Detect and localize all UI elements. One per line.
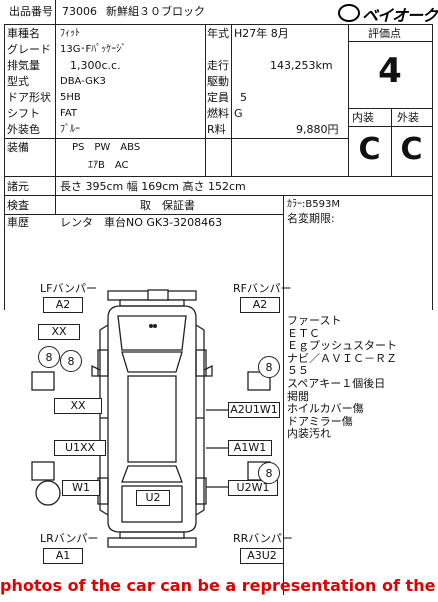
exterior-grade: C: [400, 132, 423, 167]
rr-bumper-label: RRバンパー: [233, 532, 293, 545]
spec-value: 長さ 395cm 幅 169cm 高さ 152cm: [60, 180, 246, 193]
note-item: ドアミラー傷: [287, 414, 353, 428]
shift-value: FAT: [60, 108, 78, 119]
equipment-line1: PS PW ABS: [72, 142, 141, 153]
car-name-label: 車種名: [7, 27, 40, 40]
year-value: H27年 8月: [234, 27, 289, 40]
inspection-label: 検査: [7, 199, 29, 212]
right-rear-door-code: A1W1: [228, 440, 272, 456]
doors-value: 5HB: [60, 92, 81, 103]
displacement-label: 排気量: [7, 59, 40, 72]
grade-label: グレード: [7, 43, 51, 56]
color-value: ﾌﾞﾙｰ: [60, 124, 80, 135]
note-item: 掲閲: [287, 389, 309, 403]
capacity-label: 定員: [207, 91, 229, 104]
name-change-deadline: 名変期限:: [287, 212, 335, 225]
note-item: スペアキー１個後日: [287, 376, 386, 390]
year-label: 年式: [207, 27, 229, 40]
logo-mark-icon: [338, 4, 360, 22]
circle-marker-rr: 8: [258, 462, 280, 484]
notes-list: ファースト ＥＴＣ Ｅｇプッシュスタート ナビ／ＡＶＩＣ－ＲＺ ５５ スペアキー…: [287, 314, 397, 441]
grade-score: 4: [378, 51, 402, 91]
warranty: 取 保証書: [140, 199, 195, 212]
note-item: 内装汚れ: [287, 427, 331, 441]
recycle-value: 9,880円: [296, 123, 339, 136]
spec-label: 諸元: [7, 180, 29, 193]
note-item: ホイルカバー傷: [287, 402, 364, 416]
doors-label: ドア形状: [7, 91, 51, 104]
left-rear-fender-code: W1: [62, 480, 100, 496]
circle-marker-lf: 8: [38, 346, 60, 368]
circle-marker-rf: 8: [258, 356, 280, 378]
shift-label: シフト: [7, 107, 40, 120]
interior-label: 内装: [352, 111, 374, 124]
lot-label: 出品番号: [9, 5, 53, 18]
equipment-label: 装備: [7, 141, 29, 154]
note-item: ＥＴＣ: [287, 326, 320, 340]
history-value: レンタ 車台NO GK3-3208463: [60, 216, 223, 229]
note-item: ５５: [287, 364, 309, 378]
mileage-label: 走行: [207, 59, 229, 72]
right-front-door-code: A2U1W1: [228, 402, 280, 418]
company-logo: ベイオーク: [338, 2, 438, 26]
model-label: 型式: [7, 75, 29, 88]
lr-bumper-label: LRバンパー: [40, 532, 99, 545]
history-label: 車歴: [7, 216, 29, 229]
right-rear-fender-code: U2W1: [228, 480, 278, 496]
footer-disclaimer: photos of the car can be a representatio…: [0, 576, 438, 595]
recycle-label: R料: [207, 123, 226, 136]
lr-bumper-code: A1: [43, 548, 83, 564]
note-item: ファースト: [287, 314, 342, 327]
rear-center-code: U2: [136, 490, 170, 506]
drive-label: 駆動: [207, 75, 229, 88]
rf-bumper-label: RFバンパー: [233, 282, 292, 295]
mileage-value: 143,253km: [270, 59, 333, 72]
exterior-label: 外装: [397, 111, 419, 124]
displacement-value: 1,300c.c.: [70, 59, 121, 72]
color-label: 外装色: [7, 123, 40, 136]
car-name-value: ﾌｨｯﾄ: [60, 28, 80, 39]
left-front-fender-code: XX: [38, 324, 80, 340]
note-item: ナビ／ＡＶＩＣ－ＲＺ: [287, 351, 397, 365]
grade-score-label: 評価点: [368, 27, 401, 40]
fuel-value: G: [234, 107, 243, 120]
left-rear-door-code: U1XX: [54, 440, 106, 456]
rr-bumper-code: A3U2: [240, 548, 284, 564]
logo-text: ベイオーク: [362, 6, 438, 25]
rf-bumper-code: A2: [240, 297, 280, 313]
circle-marker-lm: 8: [60, 350, 82, 372]
event-name: 新鮮組３０ブロック: [106, 5, 205, 18]
capacity-value: 5: [240, 91, 247, 104]
lf-bumper-label: LFバンパー: [40, 282, 98, 295]
equipment-line2: ｴｱB AC: [88, 160, 129, 171]
color-code: ｶﾗｰ:B593M: [287, 199, 340, 210]
grade-value: 13G･Fﾊﾟｯｹｰｼﾞ: [60, 44, 127, 55]
lot-number: 73006: [62, 5, 97, 18]
interior-grade: C: [358, 132, 381, 167]
left-front-door-code: XX: [54, 398, 102, 414]
fuel-label: 燃料: [207, 107, 229, 120]
lf-bumper-code: A2: [43, 297, 83, 313]
note-item: Ｅｇプッシュスタート: [287, 339, 397, 353]
model-value: DBA-GK3: [60, 76, 106, 87]
